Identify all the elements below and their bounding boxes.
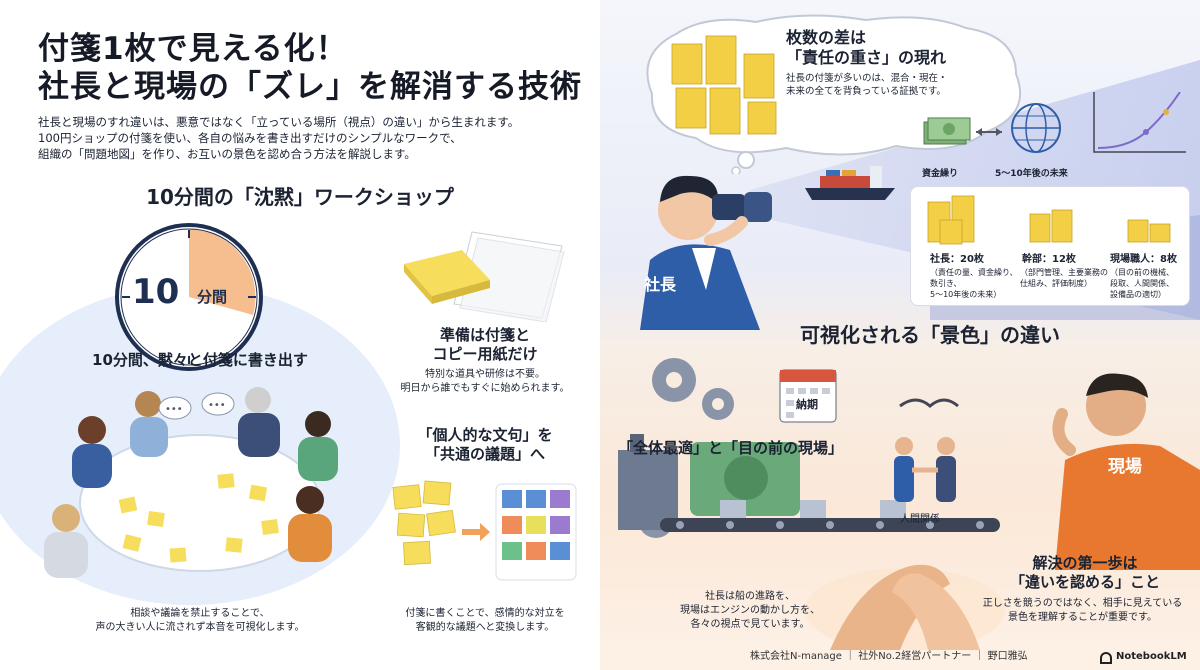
sticky-pad-and-paper-icon: [392, 222, 582, 323]
main-title-line1: 付箋1枚で見える化！: [38, 31, 348, 67]
left-panel: 付箋1枚で見える化！ 社長と現場の「ズレ」を解消する技術 社長と現場のすれ違いは…: [0, 31, 584, 633]
conv-desc-line1: 付箋に書くことで、感情的な対立を: [405, 608, 565, 619]
metaphor-line2: 現場はエンジンの動かし方を、: [680, 605, 820, 616]
notebooklm-icon: [1100, 652, 1112, 664]
brand-badge: NotebookLM: [1100, 650, 1196, 666]
stat-site-title: 現場職人：8枚: [1110, 254, 1177, 265]
stat-manager-desc2: 仕組み、評価制度）: [1020, 279, 1092, 288]
stat-manager-desc1: （部門管理、主要業務の: [1020, 268, 1108, 277]
prep-desc-line1: 特別な道具や研修は不要。: [425, 369, 545, 380]
prep-title-line2: コピー用紙だけ: [432, 345, 538, 363]
factory-scene-illustration: [600, 350, 1200, 570]
stat-site-desc1: （目の前の機械、: [1110, 268, 1174, 277]
clasped-hands-illustration: [800, 540, 1010, 652]
workshop-note-line2: 声の大きい人に流されず本音を可視化します。: [95, 622, 305, 633]
conv-title-line1: 「個人的な文句」を: [417, 426, 553, 444]
relation-label: 人間関係: [900, 514, 940, 525]
money-label: 資金繰り: [922, 169, 959, 179]
stat-president-desc2: 数引き、: [930, 279, 962, 288]
president-figure: [620, 140, 810, 330]
stat-site-desc2: 段取、人間関係、: [1110, 279, 1174, 288]
stat-president-title: 社長：20枚: [930, 254, 984, 265]
workshop-note-line1: 相談や議論を禁止することで、: [130, 608, 270, 619]
intro-line2: 100円ショップの付箋を使い、各自の悩みを書き出すだけのシンプルなワークで、: [38, 131, 462, 145]
workshop-title: 10分間の「沈黙」ワークショップ: [146, 185, 454, 209]
prep-title-line1: 準備は付箋と: [439, 326, 530, 344]
brand-name: NotebookLM: [1116, 651, 1187, 662]
bubble-desc-line1: 社長の付箋が多いのは、混合・現在・: [786, 73, 948, 84]
metaphor-line3: 各々の視点で見ています。: [690, 619, 810, 630]
conv-desc-line2: 客観的な議題へと変換します。: [415, 622, 555, 633]
footer-credit: 株式会社N-manage ｜ 社外No.2経営パートナー ｜ 野口雅弘: [750, 651, 1028, 662]
solution-title-line2: 「違いを認める」こと: [1009, 573, 1160, 591]
intro-line3: 組織の「問題地図」を作り、お互いの景色を認め合う方法を解説します。: [38, 147, 416, 161]
conv-title-line2: 「共通の議題」へ: [424, 445, 545, 463]
stat-president-desc1: （責任の量、資金繰り、: [930, 268, 1018, 277]
solution-title-line1: 解決の第一歩は: [1032, 554, 1138, 572]
calendar-label: 納期: [796, 398, 818, 411]
future-label: 5〜10年後の未来: [995, 169, 1068, 179]
bubble-title-line1: 枚数の差は: [786, 28, 867, 47]
thought-bubble: [636, 14, 1036, 176]
timer-unit: 分間: [197, 288, 228, 306]
visual-difference-title: 可視化される「景色」の違い: [800, 323, 1060, 347]
main-title-line2: 社長と現場の「ズレ」を解消する技術: [38, 69, 582, 105]
site-label: 現場: [1108, 457, 1142, 477]
right-panel: 枚数の差は 「責任の重さ」の現れ 社長の付箋が多いのは、混合・現在・ 未来の全て…: [600, 0, 1200, 670]
solution-desc-line1: 正しさを競うのではなく、相手に見えている: [982, 598, 1183, 609]
notes-grouping-icon: [384, 474, 584, 584]
sticky-stacks-icon: [922, 192, 1182, 248]
workshop-table-illustration: ••• •••: [20, 378, 380, 608]
stat-site-desc3: 設備品の適切）: [1110, 290, 1166, 299]
metaphor-line1: 社長は船の進路を、: [705, 591, 795, 602]
optimization-label: 「全体最適」と「目の前の現場」: [618, 439, 844, 457]
stat-president-desc3: 5〜10年後の未来）: [930, 290, 1002, 299]
president-label: 社長: [644, 275, 677, 294]
workshop-caption: 10分間、黙々と付箋に書き出す: [92, 351, 308, 369]
intro-line1: 社長と現場のすれ違いは、悪意ではなく「立っている場所（視点）の違い」から生まれま…: [38, 115, 520, 129]
prep-desc-line2: 明日から誰でもすぐに始められます。: [400, 383, 570, 394]
timer-number: 10: [132, 272, 180, 312]
svg-text:•••: •••: [165, 404, 183, 415]
stat-manager-title: 幹部：12枚: [1022, 254, 1076, 265]
solution-desc-line2: 景色を理解することが重要です。: [1008, 612, 1157, 623]
future-vision-icons: [918, 72, 1190, 184]
svg-text:•••: •••: [208, 400, 226, 411]
timer-icon: [114, 222, 264, 372]
bubble-title-line2: 「責任の重さ」の現れ: [786, 48, 947, 67]
bubble-desc-line2: 未来の全てを背負っている証拠です。: [786, 86, 946, 97]
